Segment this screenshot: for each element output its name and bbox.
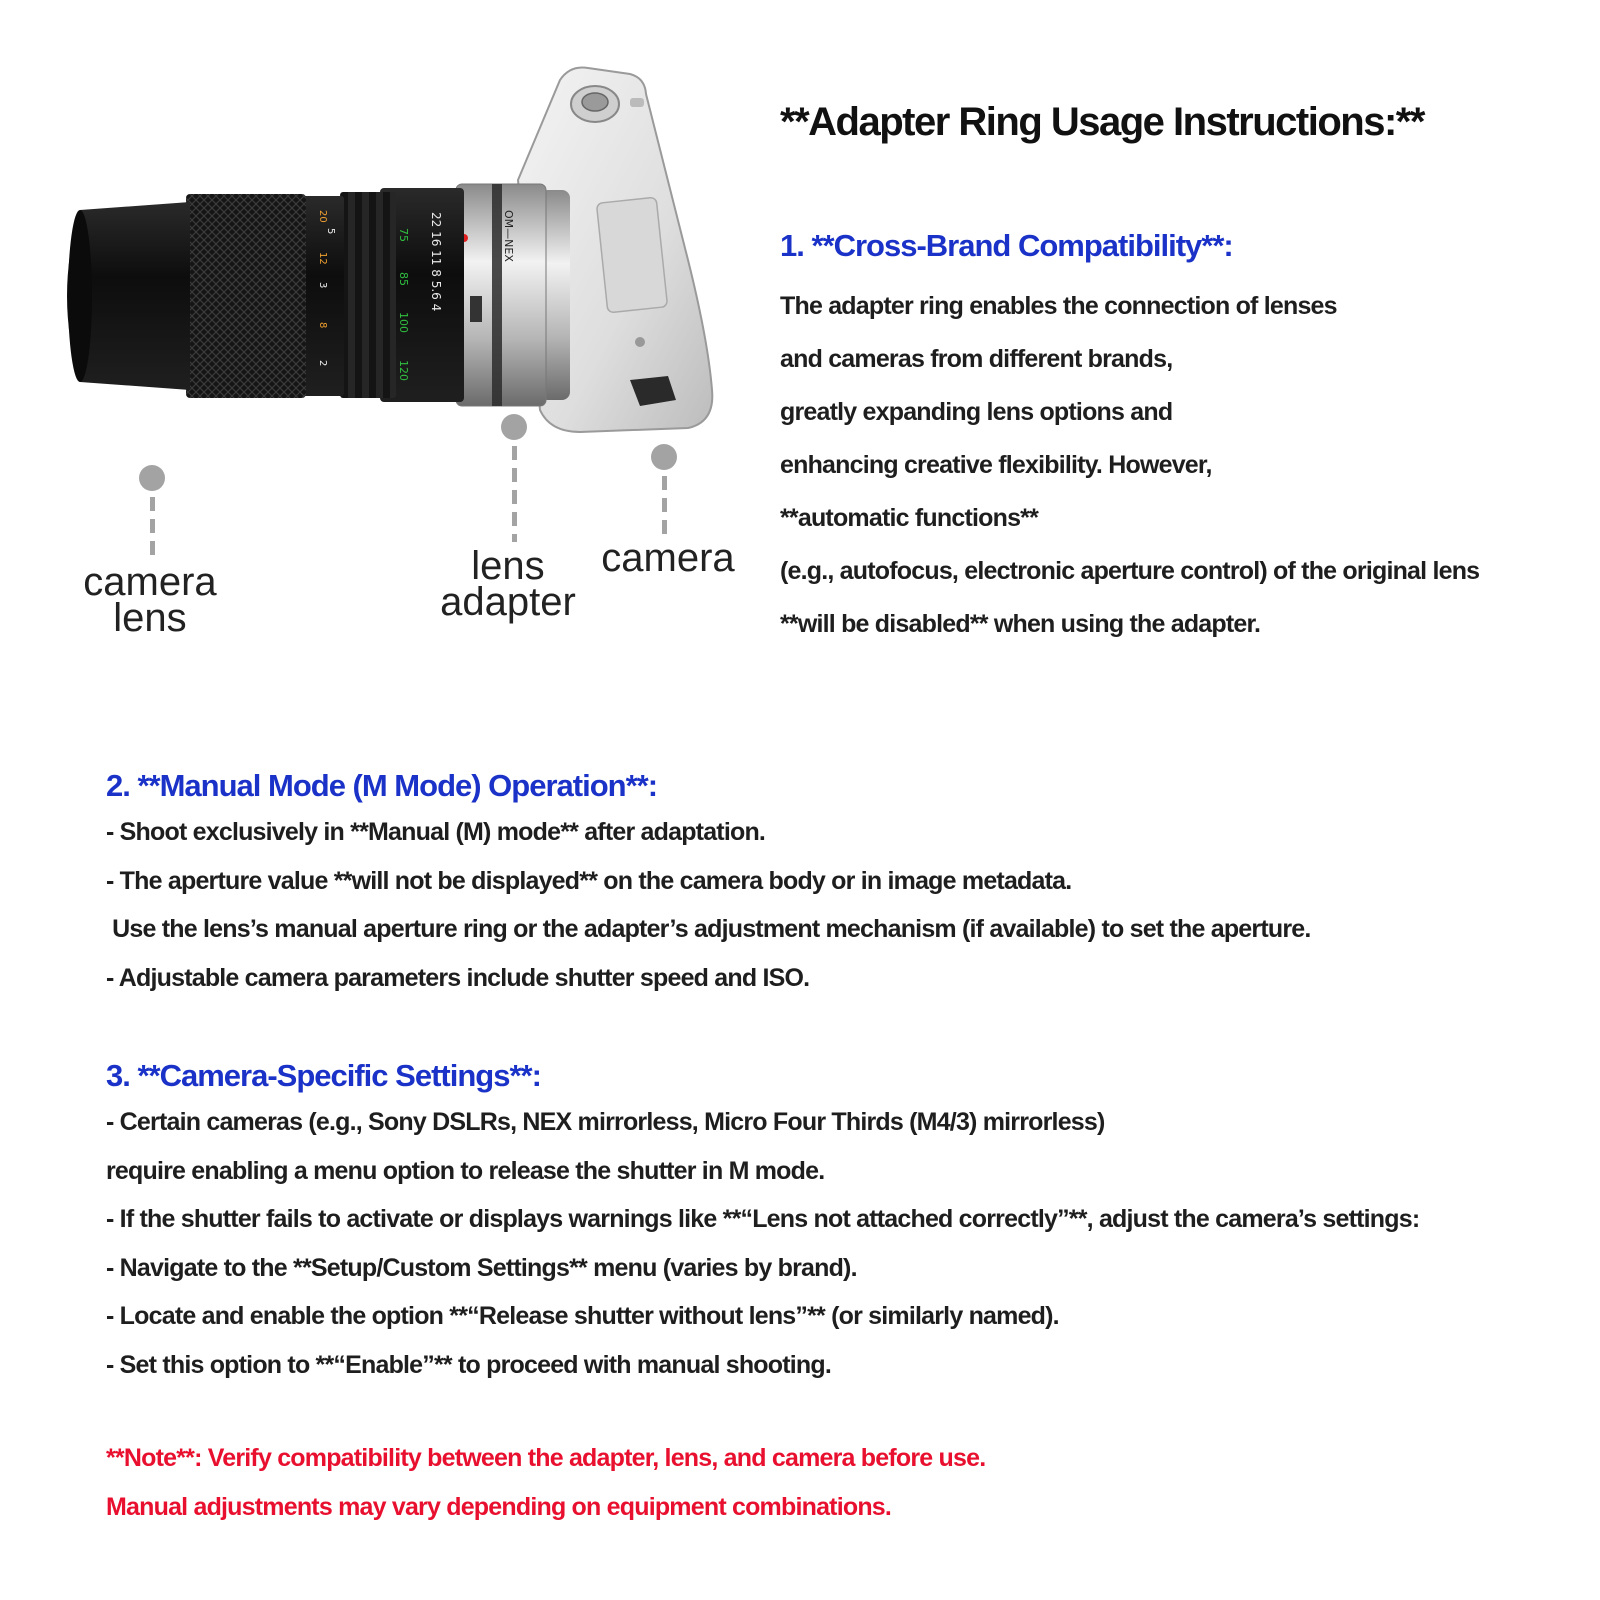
note-line: **Note**: Verify compatibility between t…	[106, 1444, 986, 1472]
note-line: Manual adjustments may vary depending on…	[106, 1492, 892, 1521]
adapter-engraving: OM—NEX	[502, 210, 515, 262]
label-camera-lens-line1: camera	[83, 560, 217, 604]
section-1-heading: 1. **Cross-Brand Compatibility**:	[780, 228, 1234, 263]
section-2-body: - Shoot exclusively in **Manual (M) mode…	[106, 808, 1311, 1002]
section-1-line: **automatic functions**	[780, 504, 1039, 532]
section-1-line: and cameras from different brands,	[780, 345, 1173, 373]
distance-mark-12: 12	[317, 252, 328, 265]
lens-barrel: 22 16 11 8 5.6 4 75 85 100 120 2 8 3 12 …	[67, 188, 464, 402]
aperture-scale-engraving: 22 16 11 8 5.6 4	[429, 212, 443, 311]
camera-with-adapted-lens-illustration: OM—NEX 22 16 11 8 5.6 4 75 85 100 120 2 …	[67, 66, 714, 434]
section-1-line: (e.g., autofocus, electronic aperture co…	[780, 557, 1480, 585]
lens-adapter: OM—NEX	[455, 183, 547, 407]
section-2-line: - The aperture value **will not be displ…	[106, 866, 1072, 895]
label-lens-adapter: lens adapter	[418, 544, 598, 624]
section-1-line: enhancing creative flexibility. However,	[780, 451, 1212, 479]
product-photo: OM—NEX 22 16 11 8 5.6 4 75 85 100 120 2 …	[40, 60, 740, 460]
note-block: **Note**: Verify compatibility between t…	[106, 1434, 986, 1531]
section-3-line: - If the shutter fails to activate or di…	[106, 1205, 1420, 1233]
focal-mark-120: 120	[397, 360, 410, 381]
section-1-line: greatly expanding lens options and	[780, 398, 1173, 426]
focal-mark-75: 75	[397, 228, 410, 242]
label-lens-adapter-line1: lens	[471, 544, 545, 588]
callout-line-camera-lens	[150, 497, 155, 557]
callout-line-camera	[662, 476, 667, 538]
distance-mark-3: 3	[317, 282, 328, 288]
section-2-heading: 2. **Manual Mode (M Mode) Operation**:	[106, 768, 658, 803]
section-2-line: Use the lens’s manual aperture ring or t…	[106, 915, 1311, 943]
section-3-body: - Certain cameras (e.g., Sony DSLRs, NEX…	[106, 1098, 1420, 1389]
section-2-line: - Shoot exclusively in **Manual (M) mode…	[106, 818, 766, 846]
focal-mark-85: 85	[397, 272, 410, 286]
section-3-line: - Certain cameras (e.g., Sony DSLRs, NEX…	[106, 1108, 1105, 1136]
section-1-line: The adapter ring enables the connection …	[780, 292, 1338, 320]
distance-mark-20: 20	[317, 210, 328, 223]
distance-mark-2: 2	[317, 360, 328, 366]
label-camera-text: camera	[601, 536, 735, 580]
callout-dot-lens-adapter	[501, 414, 527, 440]
distance-mark-8: 8	[317, 322, 328, 328]
camera-mount	[540, 190, 570, 400]
distance-mark-5: 5	[325, 228, 336, 234]
callout-line-lens-adapter	[512, 446, 517, 542]
section-3-line: - Navigate to the **Setup/Custom Setting…	[106, 1253, 858, 1282]
section-3-line: - Set this option to **“Enable”** to pro…	[106, 1350, 832, 1379]
label-camera: camera	[578, 536, 758, 580]
section-3-line: require enabling a menu option to releas…	[106, 1156, 825, 1185]
section-3-line: - Locate and enable the option **“Releas…	[106, 1302, 1060, 1330]
section-2-line: - Adjustable camera parameters include s…	[106, 963, 810, 992]
section-3-heading: 3. **Camera-Specific Settings**:	[106, 1058, 542, 1093]
callout-dot-camera-lens	[139, 465, 165, 491]
page-title: **Adapter Ring Usage Instructions:**	[780, 100, 1425, 144]
focal-mark-100: 100	[397, 312, 410, 333]
section-1-line: **will be disabled** when using the adap…	[780, 610, 1261, 638]
label-camera-lens: camera lens	[60, 560, 240, 640]
label-lens-adapter-line2: adapter	[440, 580, 576, 624]
label-camera-lens-line2: lens	[113, 596, 187, 640]
section-1-body: The adapter ring enables the connection …	[780, 280, 1480, 651]
callout-dot-camera	[651, 444, 677, 470]
